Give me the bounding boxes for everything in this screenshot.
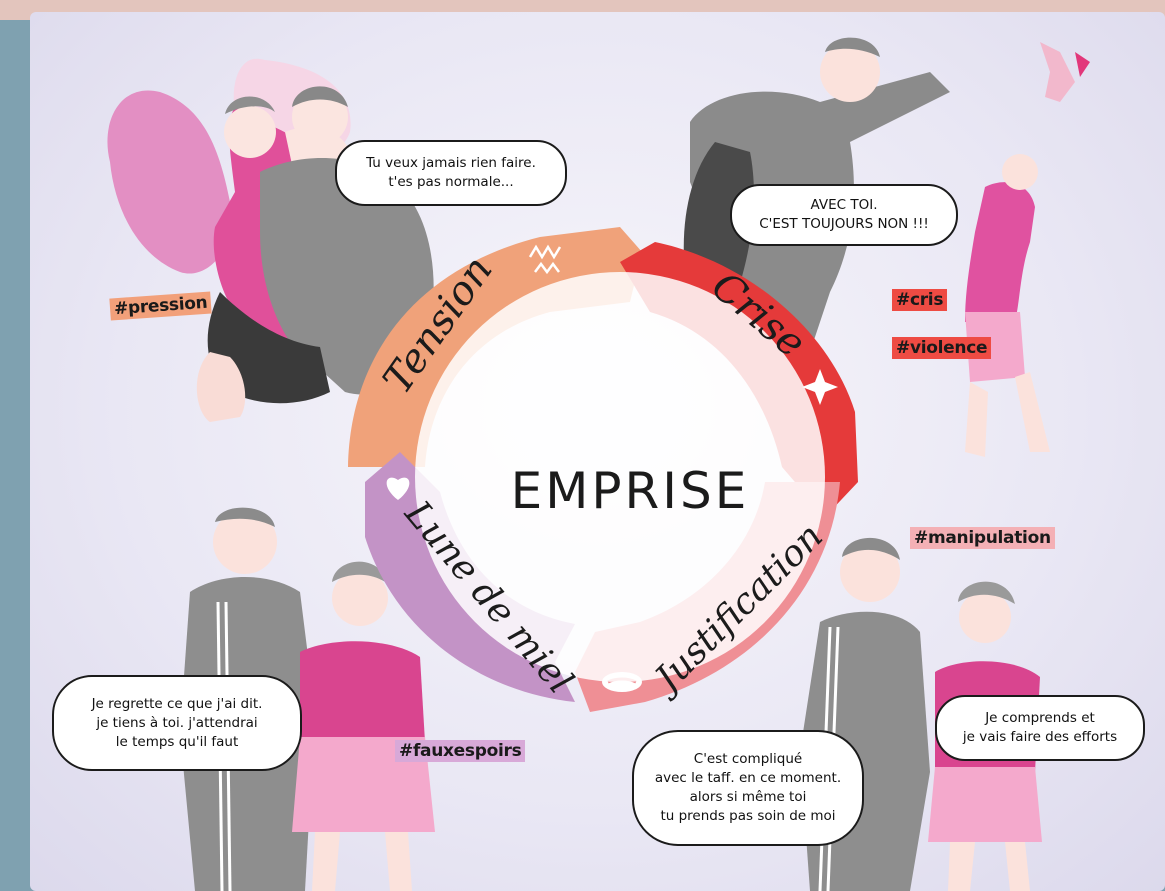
bubble-line: Je regrette ce que j'ai dit.: [91, 695, 263, 712]
tag-manipulation: #manipulation: [910, 527, 1055, 549]
cycle-title: EMPRISE: [510, 462, 750, 520]
bubble-line: je vais faire des efforts: [962, 729, 1118, 745]
tag-violence: #violence: [892, 337, 992, 359]
center-circle: [415, 272, 825, 682]
bubble-line: alors si même toi: [689, 789, 807, 805]
bubble-line: t'es pas normale...: [388, 174, 514, 190]
bubble-line: avec le taff. en ce moment.: [654, 770, 842, 786]
bubble-line: Tu veux jamais rien faire.: [366, 155, 536, 171]
tag-cris: #cris: [892, 289, 948, 311]
heart-icon: [386, 477, 410, 500]
speech-bubble-justification-woman: Je comprends et je vais faire des effort…: [935, 695, 1145, 761]
scribble-icon: [528, 244, 562, 275]
bubble-line: AVEC TOI.: [810, 197, 878, 213]
star-burst-icon: [802, 369, 838, 405]
illustration-panel: Tension Crise Justification Lune de miel…: [30, 12, 1165, 891]
bubble-line: le temps qu'il faut: [115, 733, 239, 750]
bed-scene-illustration: [107, 58, 434, 422]
speech-bubble-crise: AVEC TOI. C'EST TOUJOURS NON !!!: [730, 184, 958, 246]
bubble-line: C'EST TOUJOURS NON !!!: [759, 216, 929, 232]
speech-bubble-justification-man: C'est compliqué avec le taff. en ce mome…: [632, 730, 864, 846]
speech-bubble-pression: Tu veux jamais rien faire. t'es pas norm…: [335, 140, 567, 206]
tag-fauxespoirs: #fauxespoirs: [395, 740, 526, 762]
bubble-line: je tiens à toi. j'attendrai: [96, 714, 258, 731]
bubble-line: Je comprends et: [985, 710, 1095, 726]
speech-bubble-fauxespoirs: Je regrette ce que j'ai dit. je tiens à …: [52, 675, 302, 771]
bubble-line: tu prends pas soin de moi: [660, 808, 836, 824]
bubble-line: C'est compliqué: [693, 751, 803, 767]
